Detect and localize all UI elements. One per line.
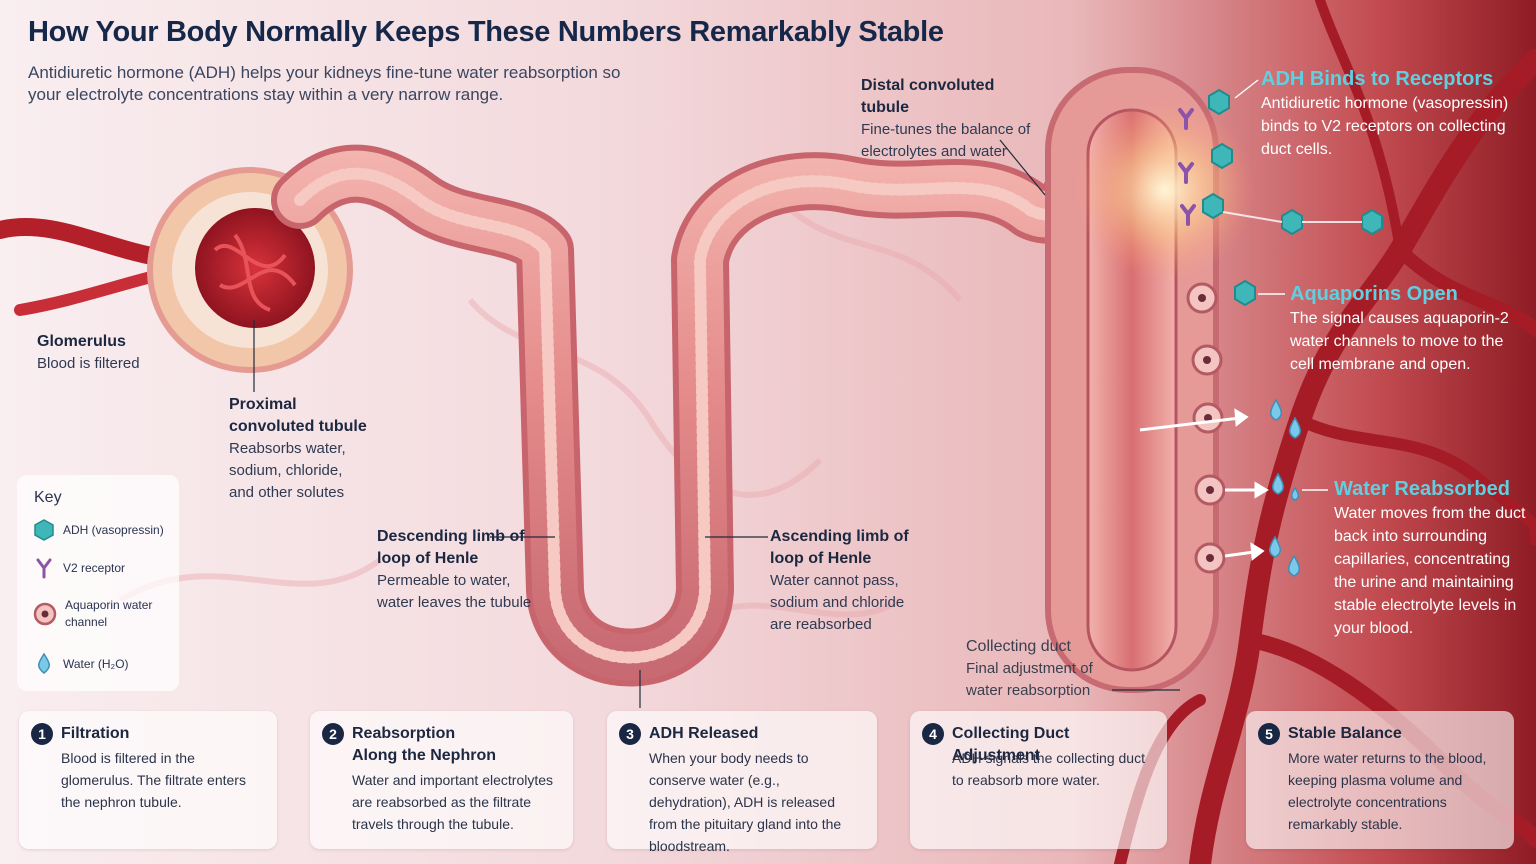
label-dct-text: Fine-tunes the balance of electrolytes a…	[861, 121, 1031, 160]
leader-lines	[253, 139, 1180, 708]
page-subtitle: Antidiuretic hormone (ADH) helps your ki…	[28, 63, 621, 104]
v2-receptor-icon	[36, 558, 52, 579]
water-flow-arrows	[1139, 408, 1269, 561]
step-card-5: 5 Stable Balance More water returns to t…	[1246, 711, 1514, 849]
legend-item-v2: V2 receptor	[33, 557, 125, 579]
legend-label-water: Water (H₂O)	[63, 656, 129, 671]
adh-binds-title: ADH Binds to Receptors	[1261, 68, 1494, 90]
step-text: When your body needs to conserve water (…	[649, 750, 842, 854]
step-number: 3	[619, 723, 641, 745]
label-collecting-duct: Collecting duct Final adjustment of wate…	[966, 636, 1116, 702]
label-ascending-title: Ascending limb of loop of Henle	[770, 528, 909, 567]
label-collecting-title: Collecting duct	[966, 638, 1071, 655]
label-glomerulus: Glomerulus Blood is filtered	[37, 331, 187, 375]
aquaporins-section: Aquaporins Open The signal causes aquapo…	[1290, 281, 1525, 376]
collecting-duct	[1045, 67, 1255, 693]
label-dct-title: Distal convoluted tubule	[861, 77, 995, 116]
water-reabsorbed-title: Water Reabsorbed	[1334, 478, 1510, 500]
leader-lines-light	[1234, 79, 1328, 491]
aquaporin-icon	[33, 602, 57, 626]
label-descending-limb: Descending limb of loop of Henle Permeab…	[377, 526, 537, 614]
label-proximal-tubule: Proximal convoluted tubule Reabsorbs wat…	[229, 394, 369, 504]
label-glomerulus-title: Glomerulus	[37, 333, 126, 350]
legend-key: Key ADH (vasopressin) V2 receptor Aquapo…	[17, 475, 179, 691]
legend-item-adh: ADH (vasopressin)	[33, 519, 164, 541]
step-number: 5	[1258, 723, 1280, 745]
page-title: How Your Body Normally Keeps These Numbe…	[28, 16, 944, 48]
step-title: ADH Released	[649, 725, 759, 742]
water-drop-icon	[38, 652, 50, 674]
step-title: Filtration	[61, 725, 130, 742]
water-drops	[1269, 398, 1301, 577]
label-pct-text: Reabsorbs water, sodium, chloride, and o…	[229, 440, 346, 501]
adh-path-line	[1222, 211, 1362, 223]
water-reabsorbed-text: Water moves from the duct back into surr…	[1334, 505, 1526, 637]
aquaporins-text: The signal causes aquaporin-2 water chan…	[1290, 310, 1509, 373]
label-ascending-limb: Ascending limb of loop of Henle Water ca…	[770, 526, 920, 636]
step-number: 4	[922, 723, 944, 745]
label-ascending-text: Water cannot pass, sodium and chloride a…	[770, 572, 905, 633]
step-title: Stable Balance	[1288, 725, 1402, 742]
legend-title: Key	[34, 489, 62, 506]
label-glomerulus-text: Blood is filtered	[37, 355, 140, 372]
label-pct-title: Proximal convoluted tubule	[229, 396, 367, 435]
adh-binds-section: ADH Binds to Receptors Antidiuretic horm…	[1261, 66, 1521, 161]
step-card-2: 2 Reabsorption Along the Nephron Water a…	[310, 711, 573, 849]
step-title: Reabsorption Along the Nephron	[352, 725, 496, 764]
step-text: Blood is filtered in the glomerulus. The…	[61, 750, 246, 810]
v2-receptors	[1178, 108, 1196, 226]
label-descending-text: Permeable to water, water leaves the tub…	[377, 572, 532, 611]
nephron-tubule	[271, 111, 1119, 687]
step-text: More water returns to the blood, keeping…	[1288, 750, 1487, 832]
legend-item-aquaporin: Aquaporin water channel	[33, 597, 160, 631]
label-collecting-text: Final adjustment of water reabsorption	[966, 660, 1093, 699]
legend-item-water: Water (H₂O)	[33, 652, 129, 676]
step-number: 1	[31, 723, 53, 745]
adh-binds-text: Antidiuretic hormone (vasopressin) binds…	[1261, 95, 1509, 158]
aquaporins-title: Aquaporins Open	[1290, 283, 1458, 305]
adh-hexagon-icon	[34, 519, 54, 541]
step-card-3: 3 ADH Released When your body needs to c…	[607, 711, 877, 854]
step-card-4: 4 Collecting Duct Adjustment ADH signals…	[910, 711, 1167, 849]
legend-label-aquaporin: Aquaporin water channel	[65, 598, 153, 629]
water-reabsorbed-section: Water Reabsorbed Water moves from the du…	[1334, 476, 1529, 640]
step-number: 2	[322, 723, 344, 745]
label-descending-title: Descending limb of loop of Henle	[377, 528, 525, 567]
step-card-1: 1 Filtration Blood is filtered in the gl…	[19, 711, 277, 849]
legend-label-adh: ADH (vasopressin)	[63, 522, 164, 537]
legend-label-v2: V2 receptor	[63, 560, 126, 575]
label-distal-tubule: Distal convoluted tubule Fine-tunes the …	[861, 75, 1046, 163]
step-text: Water and important electrolytes are rea…	[352, 772, 554, 832]
adh-molecules	[1202, 88, 1383, 307]
step-title: Collecting Duct Adjustment	[952, 725, 1070, 764]
step-text: ADH signals the collecting duct to reabs…	[952, 750, 1145, 788]
